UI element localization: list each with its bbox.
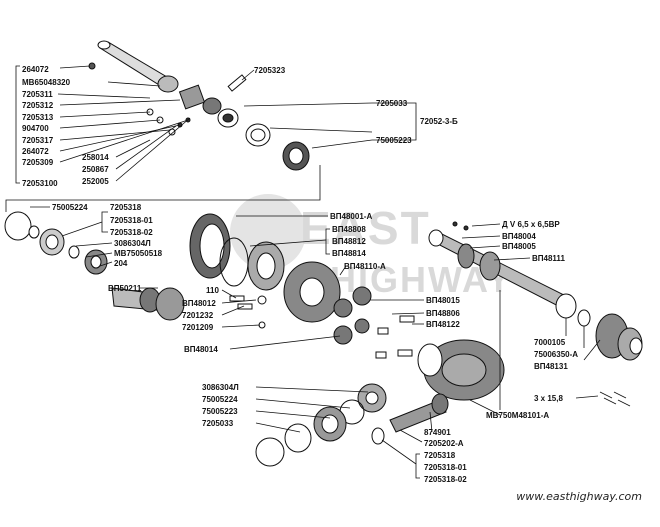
part-label: MB750M48101-А xyxy=(486,411,549,420)
part-label: MB75050518 xyxy=(114,249,163,258)
part-label: 204 xyxy=(114,259,128,268)
part-label: ВП48110-А xyxy=(344,262,386,271)
part-label: ВП48806 xyxy=(426,309,460,318)
upper-shaft-assembly xyxy=(88,40,310,171)
part-label: 252005 xyxy=(82,177,109,186)
part-labels: 264072 MB65048320 7205311 7205312 720531… xyxy=(22,65,578,484)
part-label: ВП48014 xyxy=(184,345,218,354)
part-label: 7205309 xyxy=(22,158,54,167)
logo-text: EAST xyxy=(300,202,431,254)
part-label: 7205317 xyxy=(22,136,54,145)
part-label: 75005223 xyxy=(376,136,412,145)
part-label: ВП48122 xyxy=(426,320,460,329)
part-label: 7205323 xyxy=(254,66,286,75)
left-bearing-stack xyxy=(4,211,185,321)
part-label: 75005224 xyxy=(52,203,88,212)
part-label: 7205318 xyxy=(424,451,456,460)
part-label: 7000105 xyxy=(534,338,566,347)
part-label: 7205318-01 xyxy=(110,216,153,225)
part-label: 7205313 xyxy=(22,113,54,122)
part-label: ВП48015 xyxy=(426,296,460,305)
part-label: 7205318-02 xyxy=(110,228,153,237)
part-label: ВП48005 xyxy=(502,242,536,251)
part-label: 258014 xyxy=(82,153,109,162)
part-label: 72052-3-Б xyxy=(420,117,458,126)
part-label: 3 х 15,8 xyxy=(534,394,563,403)
part-label: 3086304Л xyxy=(202,383,239,392)
part-label: ВП48131 xyxy=(534,362,568,371)
part-label: 7205312 xyxy=(22,101,54,110)
part-label: ВП48808 xyxy=(332,225,366,234)
part-label: 7201232 xyxy=(182,311,214,320)
part-label: 264072 xyxy=(22,65,49,74)
part-label: MB65048320 xyxy=(22,78,71,87)
part-label: 7205033 xyxy=(376,99,408,108)
part-label: 7205318 xyxy=(110,203,142,212)
part-label: 72053100 xyxy=(22,179,58,188)
part-label: ВП48812 xyxy=(332,237,366,246)
part-label: 7205311 xyxy=(22,90,53,99)
part-label: ВП50211 xyxy=(108,284,142,293)
part-label: 264072 xyxy=(22,147,49,156)
part-label: ВП48111 xyxy=(532,254,565,263)
part-label: 75006350-А xyxy=(534,350,578,359)
lower-bevel-gear-assembly xyxy=(255,339,505,467)
part-label: 7205318-02 xyxy=(424,475,467,484)
part-label: 110 xyxy=(206,286,219,295)
part-label: 75005223 xyxy=(202,407,238,416)
part-label: 7205202-А xyxy=(424,439,464,448)
part-label: 7205033 xyxy=(202,419,234,428)
part-label: 7201209 xyxy=(182,323,214,332)
part-label: ВП48012 xyxy=(182,299,216,308)
part-label: ВП48814 xyxy=(332,249,366,258)
part-label: 3086304Л xyxy=(114,239,151,248)
part-label: 7205318-01 xyxy=(424,463,467,472)
leader-lines xyxy=(5,65,601,479)
part-label: Д V 6,5 х 6,5ВР xyxy=(502,220,560,229)
right-output-shaft xyxy=(428,221,643,407)
part-label: 75005224 xyxy=(202,395,238,404)
part-label: 874901 xyxy=(424,428,451,437)
part-label: ВП48001-А xyxy=(330,212,372,221)
differential-center xyxy=(189,213,415,359)
part-label: ВП48004 xyxy=(502,232,536,241)
part-label: 250867 xyxy=(82,165,109,174)
part-label: 904700 xyxy=(22,124,49,133)
watermark-text: www.easthighway.com xyxy=(516,490,642,503)
